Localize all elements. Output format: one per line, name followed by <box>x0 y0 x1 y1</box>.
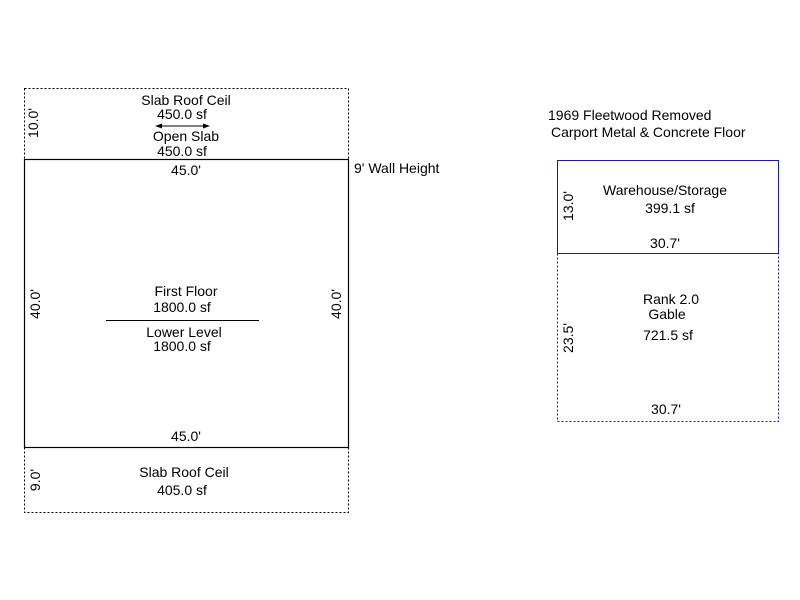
warehouse-area: 399.1 sf <box>645 200 695 216</box>
gable-side-dim: 23.5' <box>560 323 576 353</box>
first-floor-area: 1800.0 sf <box>153 299 211 315</box>
bottom-addition-side-dim: 9.0' <box>27 469 43 491</box>
gable-outline <box>557 253 779 422</box>
lower-level-area: 1800.0 sf <box>153 338 211 354</box>
first-floor-name: First Floor <box>155 283 218 299</box>
warehouse-name: Warehouse/Storage <box>603 182 727 198</box>
gable-rank: Rank 2.0 <box>643 291 699 307</box>
bottom-addition: Slab Roof Ceil 405.0 sf 9.0' <box>24 447 349 513</box>
wall-height-label: 9' Wall Height <box>354 160 440 176</box>
top-addition-label-1: Slab Roof Ceil <box>141 92 231 108</box>
outbuilding-title-line1: 1969 Fleetwood Removed <box>548 107 711 123</box>
bottom-addition-name: Slab Roof Ceil <box>139 464 229 480</box>
bottom-addition-area: 405.0 sf <box>157 482 207 498</box>
gable-bottom-dim: 30.7' <box>651 401 681 417</box>
first-floor-bottom-dim: 45.0' <box>171 428 201 444</box>
outbuilding-title-line2: Carport Metal & Concrete Floor <box>551 124 746 140</box>
first-floor-left-dim: 40.0' <box>27 289 43 319</box>
warehouse-outline <box>557 160 779 254</box>
gable-area: 721.5 sf <box>643 327 693 343</box>
gable-type: Gable <box>648 306 686 322</box>
top-addition-label-2: Open Slab <box>153 128 219 144</box>
warehouse-bottom-dim: 30.7' <box>650 235 680 251</box>
top-addition-side-dim: 10.0' <box>25 108 41 138</box>
first-floor: 45.0' 9' Wall Height 40.0' 40.0' First F… <box>23 158 440 449</box>
first-floor-right-dim: 40.0' <box>328 289 344 319</box>
bottom-addition-outline <box>24 447 349 513</box>
top-addition-area-2: 450.0 sf <box>157 143 207 159</box>
double-arrow-icon <box>155 123 210 129</box>
top-addition-area-1: 450.0 sf <box>157 106 207 122</box>
first-floor-top-dim: 45.0' <box>171 162 201 178</box>
warehouse-side-dim: 13.0' <box>560 191 576 221</box>
outbuilding: 1969 Fleetwood Removed Carport Metal & C… <box>548 107 779 422</box>
lower-level-name: Lower Level <box>146 324 222 340</box>
top-addition: Slab Roof Ceil 450.0 sf Open Slab 450.0 … <box>24 88 349 160</box>
